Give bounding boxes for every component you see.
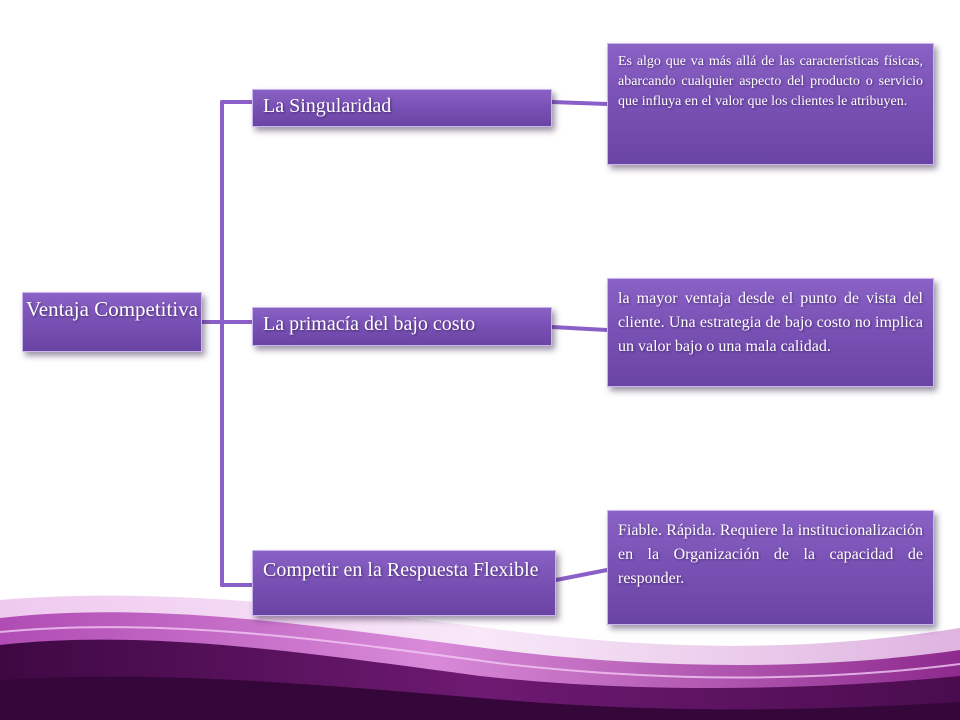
description-singularidad: Es algo que va más allá de las caracterí…	[607, 43, 934, 165]
connector-respuesta-to-description	[554, 568, 609, 582]
branch-node-singularidad: La Singularidad	[252, 89, 552, 127]
wave-deep-band	[0, 676, 960, 720]
connector-singularidad-to-description	[550, 100, 609, 106]
branch-node-respuesta-flexible: Competir en la Respuesta Flexible	[252, 550, 556, 616]
wave-highlight-line	[0, 626, 960, 679]
connector-bajo-costo-to-description	[550, 325, 609, 332]
description-bajo-costo: la mayor ventaja desde el punto de vista…	[607, 278, 934, 387]
description-respuesta-flexible: Fiable. Rápida. Requiere la instituciona…	[607, 510, 934, 625]
branch-node-bajo-costo: La primacía del bajo costo	[252, 307, 552, 346]
root-node-ventaja-competitiva: Ventaja Competitiva	[22, 292, 202, 352]
